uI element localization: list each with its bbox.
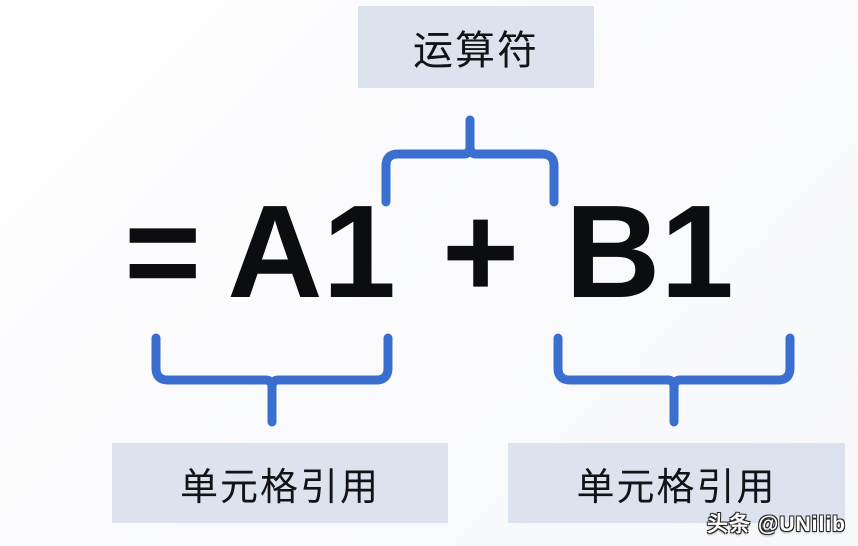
brace-cell-reference-right-path <box>553 333 795 427</box>
operator-label-text: 运算符 <box>413 29 539 73</box>
formula-token-plus: + <box>442 178 520 325</box>
brace-cell-reference-right-down <box>553 333 795 427</box>
brace-operator-up <box>381 115 559 207</box>
cell-reference-label-chip-left: 单元格引用 <box>112 443 448 523</box>
formula-token-equals: = <box>124 178 202 325</box>
operator-label-chip: 运算符 <box>358 6 594 88</box>
brace-cell-reference-left-down <box>151 333 393 427</box>
cell-reference-label-text-left: 单元格引用 <box>179 466 380 509</box>
brace-operator-path <box>381 115 559 207</box>
formula-token-a1: A1 <box>227 178 396 325</box>
formula-expression: = A1 + B1 <box>0 186 858 318</box>
cell-reference-label-chip-right: 单元格引用 <box>508 443 845 523</box>
brace-cell-reference-left-path <box>151 333 393 427</box>
formula-token-b1: B1 <box>565 178 734 325</box>
cell-reference-label-text-right: 单元格引用 <box>576 466 777 509</box>
